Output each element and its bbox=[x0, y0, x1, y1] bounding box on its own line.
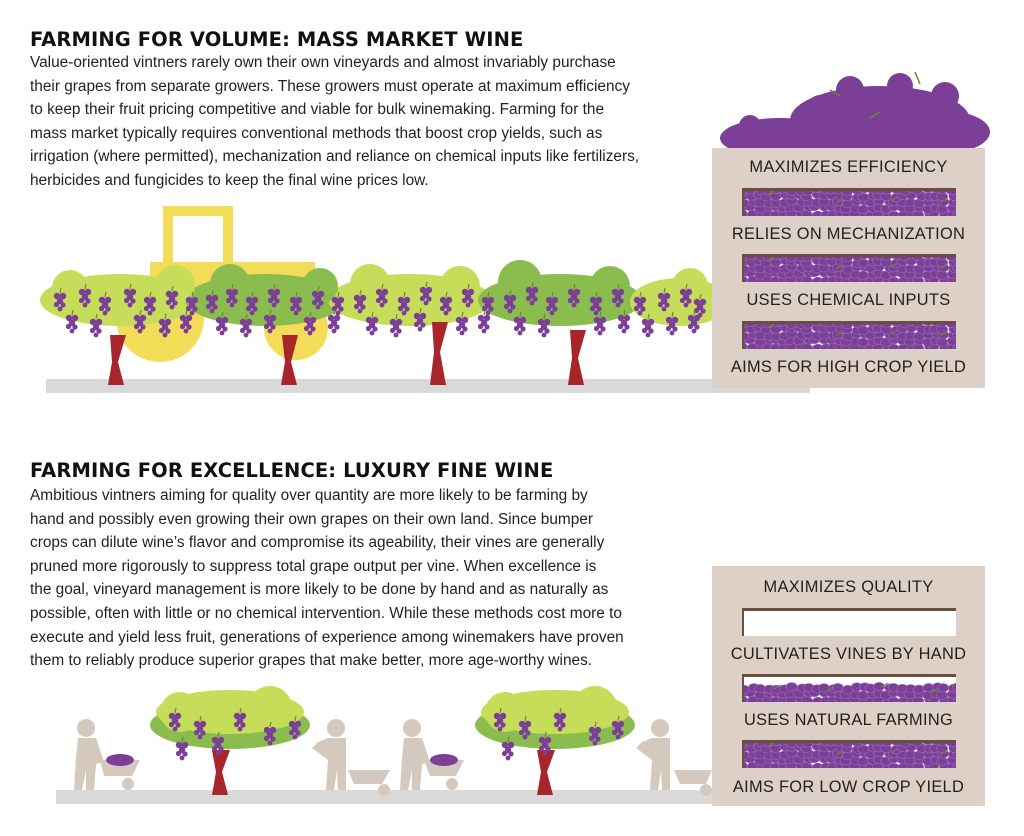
grape-fill bbox=[744, 191, 956, 216]
wheelbarrow-icon bbox=[674, 770, 712, 796]
crate-label: CULTIVATES VINES BY HAND bbox=[730, 645, 967, 663]
paragraph-line: them to reliably produce superior grapes… bbox=[30, 652, 593, 670]
vineyard-worker-icon bbox=[74, 719, 104, 790]
vine-trunk bbox=[212, 750, 230, 795]
vine-trunk bbox=[108, 335, 126, 385]
crate-label: MAXIMIZES EFFICIENCY bbox=[749, 158, 948, 176]
crate-label: USES CHEMICAL INPUTS bbox=[746, 291, 951, 309]
crate-bin bbox=[742, 740, 956, 768]
paragraph-line: the goal, vineyard management is more li… bbox=[30, 581, 609, 599]
paragraph-line: possible, often with little or no chemic… bbox=[30, 604, 622, 622]
vine-trunk bbox=[568, 330, 586, 385]
high-yield-vines bbox=[40, 260, 730, 385]
crate-bin bbox=[742, 254, 956, 282]
paragraph-line: their grapes from separate growers. Thes… bbox=[30, 77, 630, 95]
paragraph-line: crops can dilute wine’s flavor and compr… bbox=[30, 534, 605, 552]
grape-fill bbox=[744, 324, 956, 349]
grape-crate-icon: MAXIMIZES EFFICIENCY RELIES ON MECHANIZA… bbox=[712, 148, 985, 388]
paragraph-line: hand and possibly even growing their own… bbox=[30, 510, 593, 528]
grapevine-icon bbox=[150, 686, 310, 795]
grape-pile bbox=[720, 71, 990, 158]
grape-fill bbox=[744, 257, 956, 282]
vine-trunk bbox=[430, 322, 448, 385]
crate-label: RELIES ON MECHANIZATION bbox=[731, 225, 966, 243]
grape-crate-icon: MAXIMIZES QUALITY CULTIVATES VINES BY HA… bbox=[712, 566, 985, 806]
vine-trunk bbox=[537, 750, 555, 795]
paragraph-excellence: Ambitious vintners aiming for quality ov… bbox=[30, 484, 624, 673]
crate-bin bbox=[742, 321, 956, 349]
paragraph-line: irrigation (where permitted), mechanizat… bbox=[30, 148, 640, 166]
crate-label: AIMS FOR HIGH CROP YIELD bbox=[730, 358, 967, 376]
section-title-volume: FARMING FOR VOLUME: MASS MARKET WINE bbox=[30, 28, 524, 51]
paragraph-line: mass market typically requires conventio… bbox=[30, 124, 603, 142]
paragraph-volume: Value-oriented vintners rarely own their… bbox=[30, 51, 639, 193]
wheelbarrow-icon bbox=[424, 754, 464, 790]
paragraph-line: execute and yield less fruit, generation… bbox=[30, 628, 624, 646]
section-title-excellence: FARMING FOR EXCELLENCE: LUXURY FINE WINE bbox=[30, 459, 554, 482]
vineyard-worker-icon bbox=[636, 719, 670, 790]
grapevine-icon bbox=[475, 686, 635, 795]
wheelbarrow-icon bbox=[100, 754, 140, 790]
grape-fill bbox=[744, 611, 956, 636]
crate-label: USES NATURAL FARMING bbox=[743, 711, 954, 729]
paragraph-line: herbicides and fungicides to keep the fi… bbox=[30, 171, 429, 189]
crate-bin bbox=[742, 188, 956, 216]
paragraph-line: Value-oriented vintners rarely own their… bbox=[30, 54, 616, 71]
paragraph-line: pruned more rigorously to suppress total… bbox=[30, 557, 597, 575]
grape-fill bbox=[744, 682, 956, 702]
vineyard-worker-icon bbox=[312, 719, 346, 790]
paragraph-line: Ambitious vintners aiming for quality ov… bbox=[30, 487, 588, 504]
low-yield-vines bbox=[74, 686, 712, 796]
wheelbarrow-icon bbox=[348, 770, 390, 796]
grape-fill bbox=[744, 743, 956, 768]
crate-label: MAXIMIZES QUALITY bbox=[763, 578, 934, 596]
ground-strip bbox=[46, 379, 810, 393]
vineyard-worker-icon bbox=[400, 719, 430, 790]
crate-bin bbox=[742, 674, 956, 702]
crate-bin bbox=[742, 608, 956, 636]
paragraph-line: to keep their fruit pricing competitive … bbox=[30, 101, 605, 119]
crate-label: AIMS FOR LOW CROP YIELD bbox=[732, 778, 965, 796]
vine-trunk bbox=[281, 335, 298, 385]
